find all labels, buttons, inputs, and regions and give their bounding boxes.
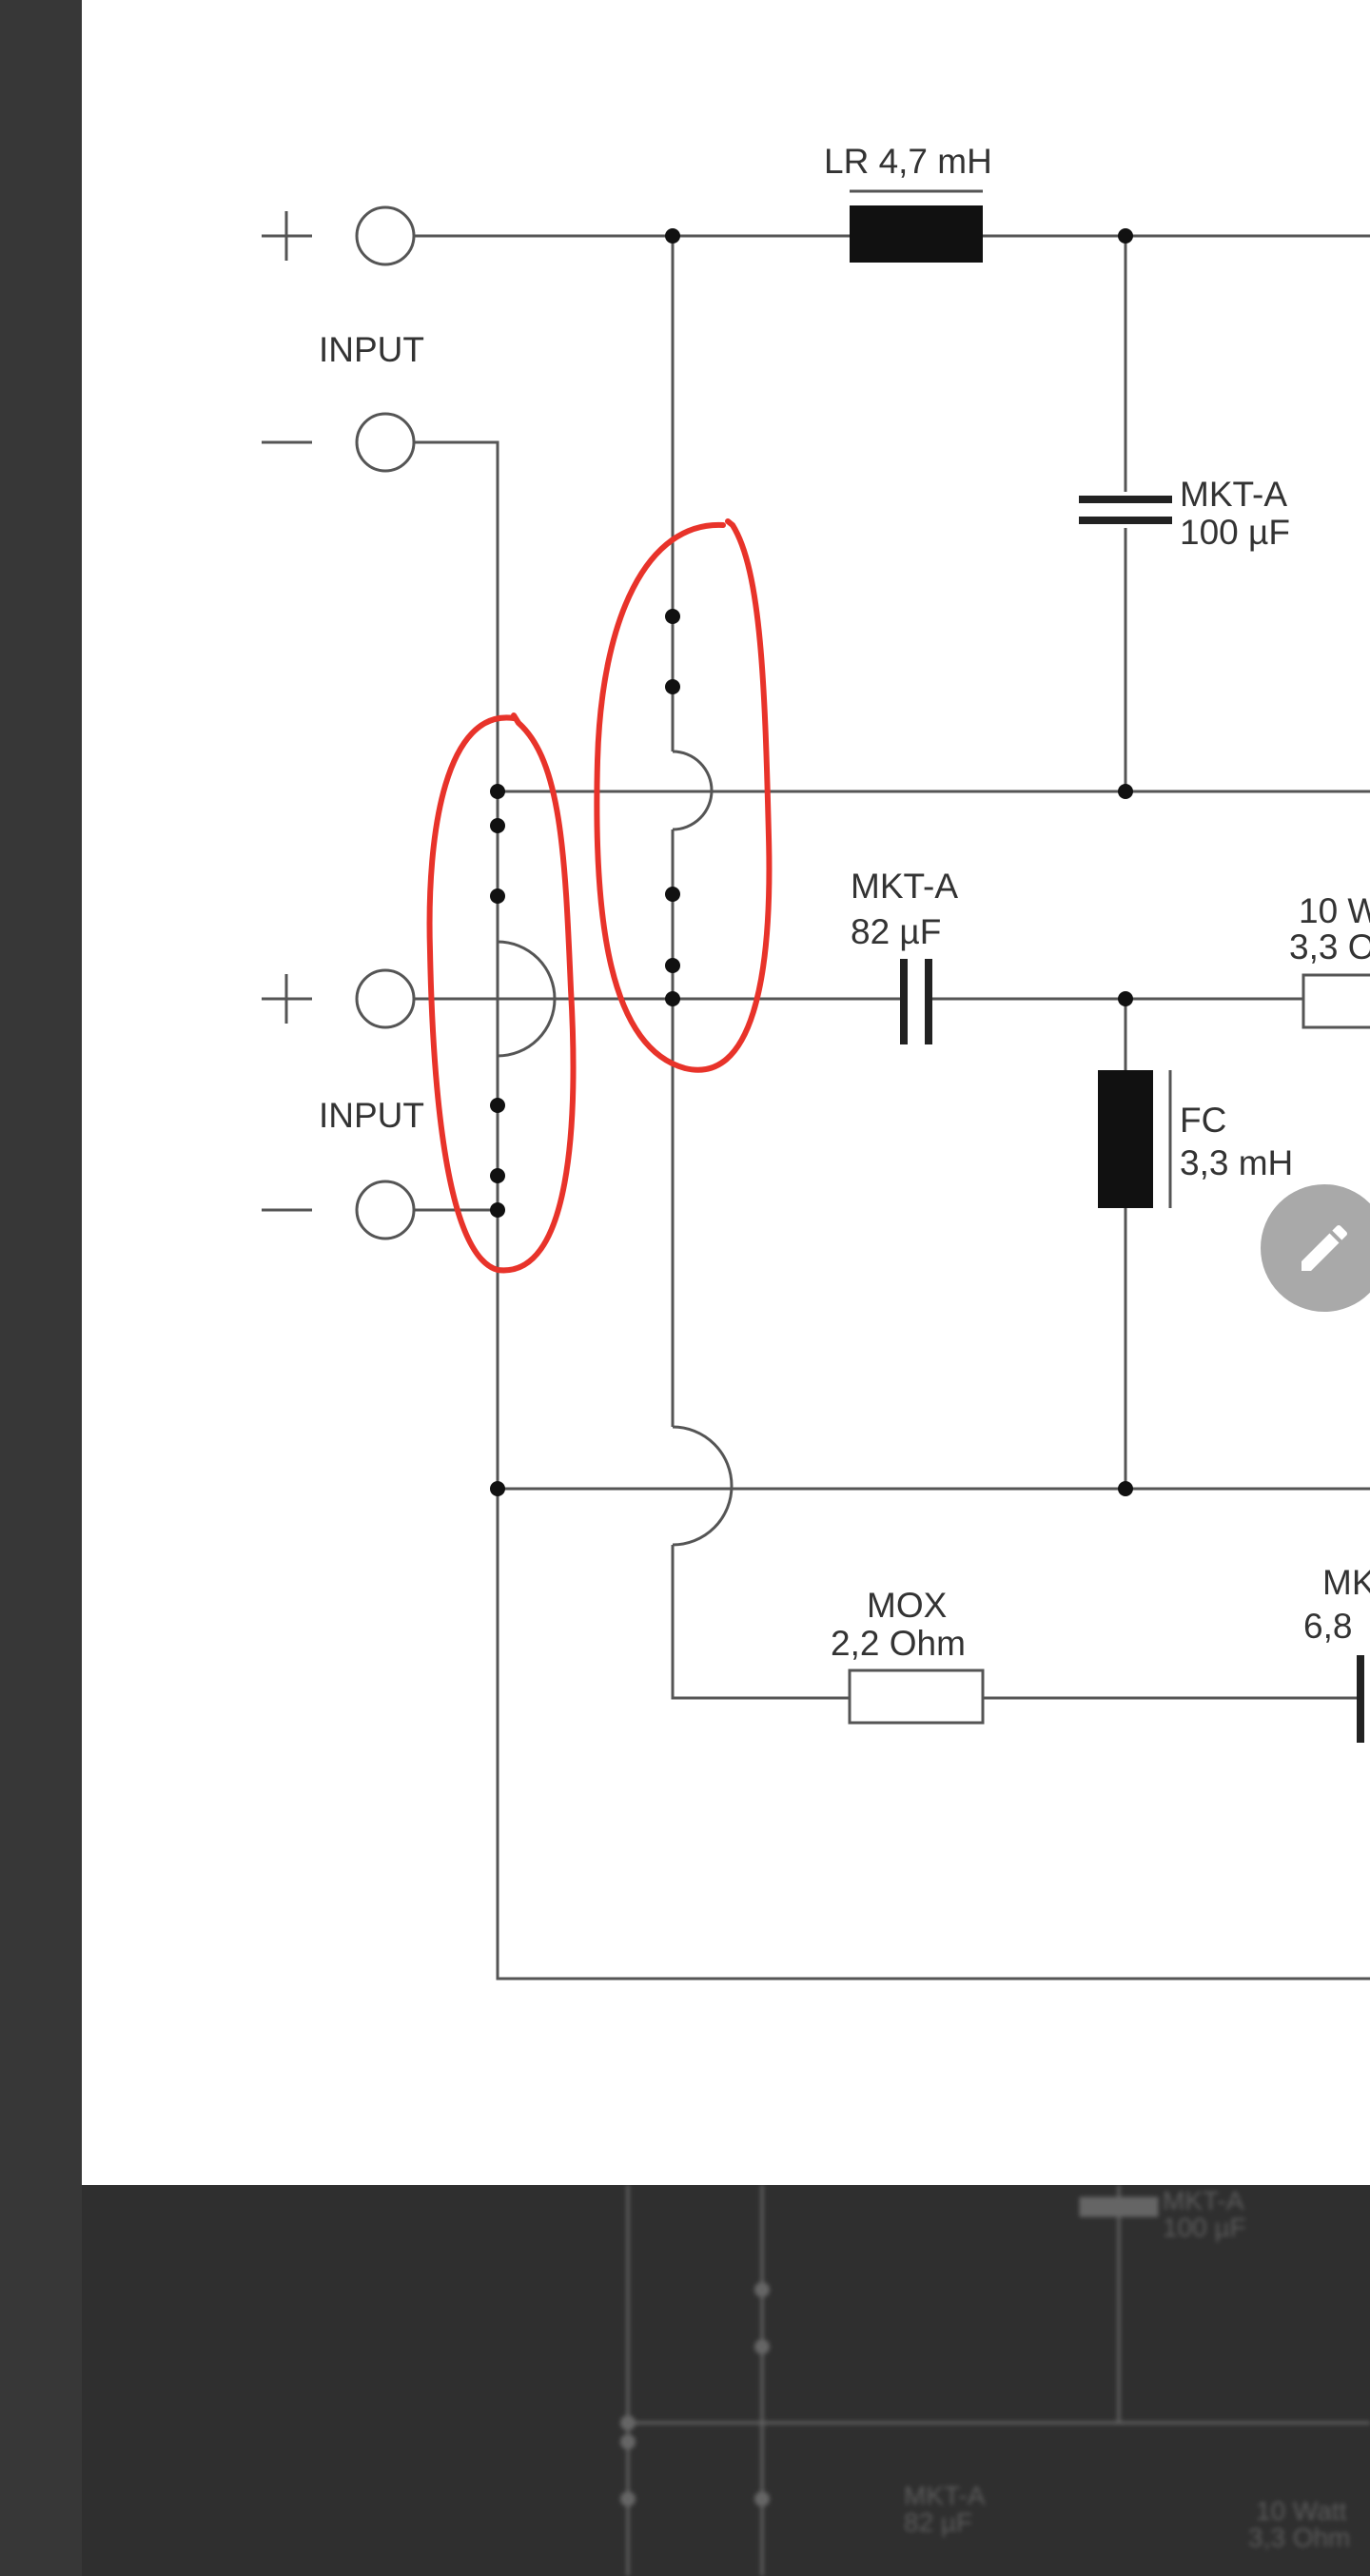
cap-6-8-value: 6,8: [1303, 1607, 1352, 1646]
top-input-label: INPUT: [319, 330, 424, 369]
inductor-fc-value: 3,3 mH: [1180, 1143, 1293, 1182]
mox-value: 2,2 Ohm: [831, 1624, 966, 1663]
annotation-loop-right: [594, 518, 773, 1073]
top-plus-terminal: [355, 205, 416, 266]
top-minus-terminal: [355, 412, 416, 473]
blur-cap-100-value: 100 µF: [1163, 2213, 1246, 2242]
blur-resistor-ohm: 3,3 Ohm: [1248, 2523, 1350, 2552]
crossover-schematic: INPUT INPUT LR 4,7 mH MKT-A 100 µF MKT-A…: [262, 142, 1370, 1981]
bottom-minus-terminal: [355, 1180, 416, 1240]
cap-82-value: 82 µF: [851, 912, 941, 951]
cap-100-value: 100 µF: [1180, 513, 1290, 552]
inductor-lr: [850, 189, 983, 263]
red-annotations: [426, 518, 773, 1274]
capacitor-100uf: [1079, 496, 1172, 524]
inductor-fc: [1098, 1070, 1172, 1208]
terminal-signs: [262, 211, 312, 1212]
bottom-input-label: INPUT: [319, 1096, 424, 1135]
blur-cap-82-value: 82 µF: [904, 2508, 972, 2537]
resistor-10w-value: 3,3 O: [1289, 927, 1370, 966]
annotation-loop-left: [426, 712, 577, 1274]
schematic-page: INPUT INPUT LR 4,7 mH MKT-A 100 µF MKT-A…: [82, 0, 1370, 2185]
resistor-mox: [848, 1669, 985, 1725]
blur-cap-82-name: MKT-A: [904, 2481, 986, 2510]
left-rail: [0, 0, 82, 2576]
edit-button[interactable]: [1261, 1184, 1370, 1312]
resistor-10w: [1302, 973, 1370, 1029]
inductor-lr-label: LR 4,7 mH: [824, 142, 992, 181]
cap-82-name: MKT-A: [851, 867, 958, 906]
junctions: [490, 228, 1133, 1496]
blurred-background-copy: MKT-A 100 µF MKT-A 82 µF 10 Watt 3,3 Ohm: [82, 2185, 1370, 2576]
capacitor-82uf: [900, 959, 932, 1044]
cap-100-name: MKT-A: [1180, 475, 1287, 514]
bottom-plus-terminal: [355, 968, 416, 1029]
blur-cap-100-name: MKT-A: [1163, 2186, 1244, 2215]
resistor-10w-power: 10 W: [1299, 891, 1370, 930]
inductor-fc-name: FC: [1180, 1101, 1226, 1140]
cap-6-8-name: MK: [1322, 1563, 1370, 1602]
blur-resistor-watt: 10 Watt: [1256, 2496, 1347, 2526]
mox-name: MOX: [867, 1586, 947, 1625]
pencil-icon: [1302, 1224, 1348, 1271]
